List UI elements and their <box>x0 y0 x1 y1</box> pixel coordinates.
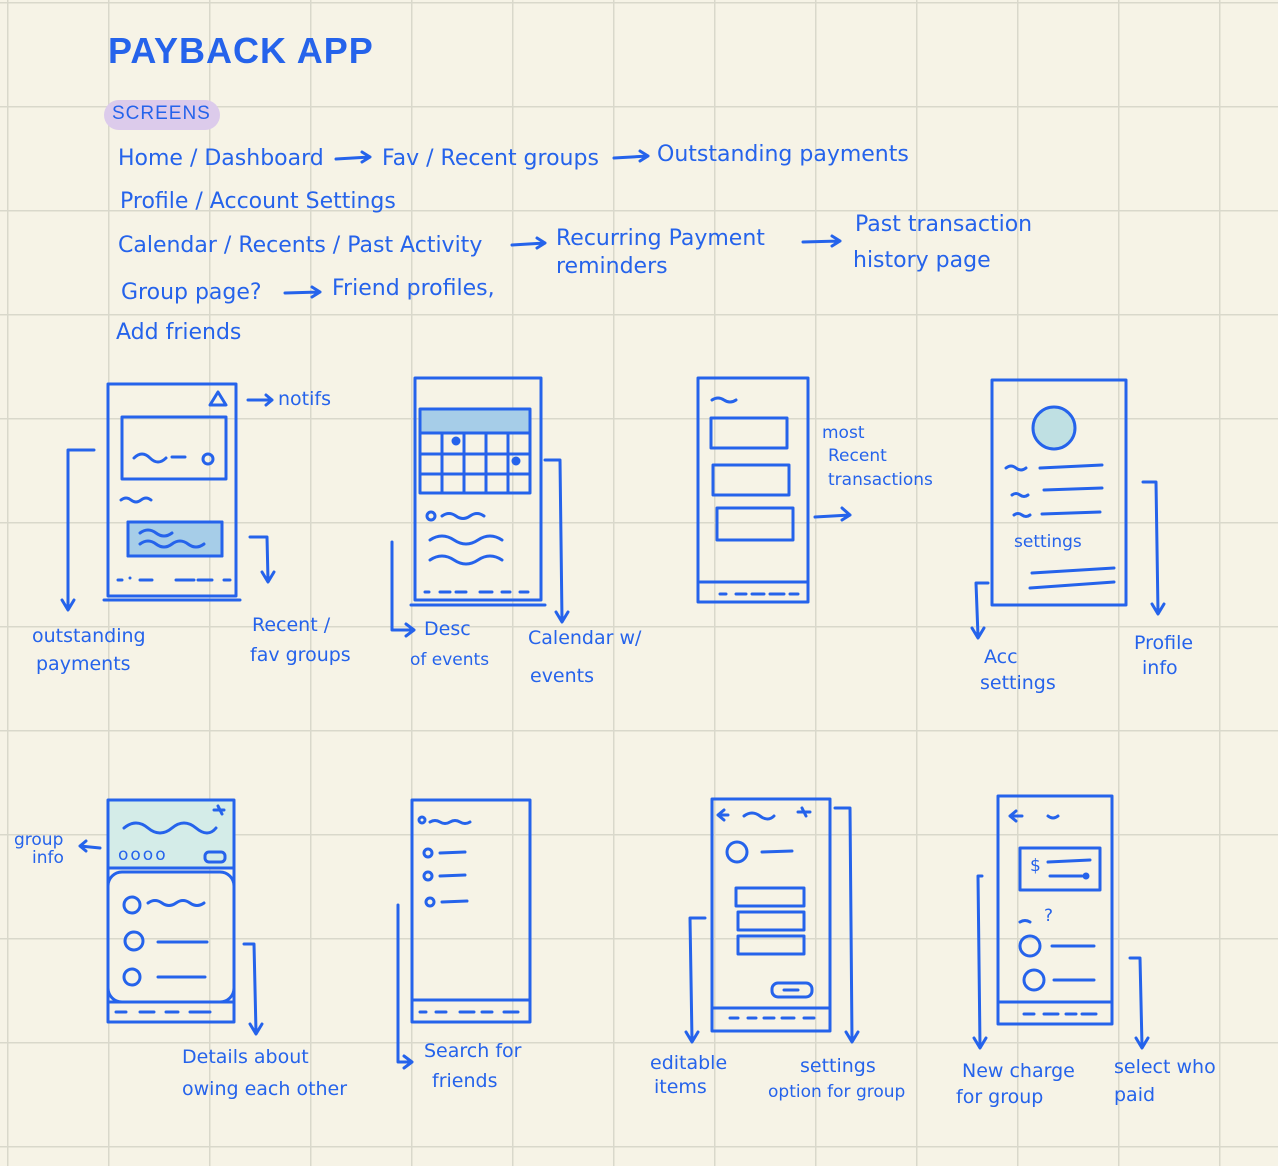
flow-past-tx-2: history page <box>853 248 991 273</box>
flow-profile: Profile / Account Settings <box>120 189 396 214</box>
annot-notifs: notifs <box>278 388 331 410</box>
wireframe-recents <box>696 376 852 604</box>
annot-most-3: transactions <box>828 470 933 490</box>
annot-profile-1: Profile <box>1134 632 1194 654</box>
wireframe-new-charge <box>972 794 1150 1050</box>
annot-editable-1: editable <box>650 1052 728 1074</box>
annot-outstanding-1: outstanding <box>32 625 146 647</box>
annot-editable-2: items <box>654 1076 707 1098</box>
annot-settings-opt-1: settings <box>800 1055 876 1077</box>
annot-group-info-2: info <box>32 848 64 868</box>
annot-most-1: most <box>822 423 865 443</box>
annot-desc-2: of events <box>410 650 490 670</box>
annot-search-1: Search for <box>424 1040 522 1062</box>
annot-search-2: friends <box>432 1070 498 1092</box>
flow-calendar: Calendar / Recents / Past Activity <box>118 233 483 258</box>
flow-group-page: Group page? <box>121 280 262 305</box>
wireframe-editable <box>684 797 860 1044</box>
annot-desc-1: Desc <box>424 618 471 640</box>
flow-friend-profiles: Friend profiles, <box>332 276 495 301</box>
flow-home: Home / Dashboard <box>118 146 324 171</box>
annot-select-2: paid <box>1114 1084 1156 1106</box>
annot-acc-1: Acc <box>984 646 1018 668</box>
annot-calendar-1: Calendar w/ <box>528 627 642 649</box>
annot-details-1: Details about <box>182 1046 309 1068</box>
section-highlight <box>104 100 220 130</box>
annot-outstanding-2: payments <box>36 653 131 675</box>
annot-select-1: select who <box>1114 1056 1216 1078</box>
annot-recent-2: fav groups <box>250 644 351 666</box>
flow-outstanding: Outstanding payments <box>657 142 909 167</box>
flow-fav-groups: Fav / Recent groups <box>382 146 599 171</box>
annot-most-2: Recent <box>828 446 887 466</box>
section-label: SCREENS <box>112 103 211 124</box>
flow-past-tx-1: Past transaction <box>855 212 1033 237</box>
annot-new-charge-1: New charge <box>962 1060 1075 1082</box>
page-title: PAYBACK APP <box>108 30 374 71</box>
question-glyph: ? <box>1044 906 1054 926</box>
annot-acc-2: settings <box>980 672 1056 694</box>
wireframe-profile <box>1031 405 1077 451</box>
wireframe-home <box>60 382 276 612</box>
dollar-glyph: $ <box>1030 856 1041 876</box>
annot-group-info-1: group <box>14 830 64 850</box>
annot-details-2: owing each other <box>182 1078 348 1100</box>
annot-new-charge-2: for group <box>956 1086 1044 1108</box>
annot-profile-2: info <box>1142 657 1178 679</box>
flow-recurring-2: reminders <box>556 254 668 279</box>
annot-group-dots: oooo <box>118 845 168 865</box>
wireframe-search <box>396 798 532 1070</box>
annot-recent-1: Recent / <box>252 614 331 636</box>
annot-settings-inner: settings <box>1014 532 1082 552</box>
annot-settings-opt-2: option for group <box>768 1082 906 1102</box>
flow-add-friends: Add friends <box>116 320 242 345</box>
wireframe-calendar <box>409 376 547 607</box>
flow-recurring-1: Recurring Payment <box>556 226 765 251</box>
annot-calendar-2: events <box>530 665 595 687</box>
